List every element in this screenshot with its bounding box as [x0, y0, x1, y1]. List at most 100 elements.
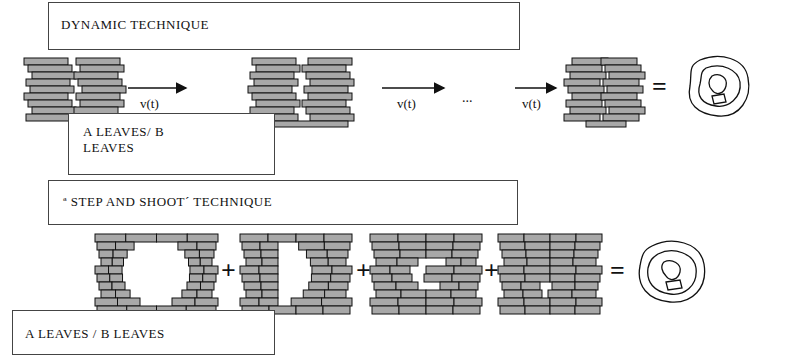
leaf: [78, 79, 122, 86]
leaf: [500, 242, 525, 250]
leaf: [256, 65, 300, 72]
leaf: [95, 266, 109, 274]
leaf: [370, 234, 398, 242]
leaf: [454, 266, 482, 274]
leaf: [524, 298, 550, 306]
label-box: ª STEP AND SHOOT´ TECHNIQUE: [48, 180, 518, 225]
leaf: [498, 266, 524, 274]
leaf: [240, 266, 259, 274]
leaf: [564, 79, 600, 86]
leaf: [575, 274, 600, 282]
leaf: [24, 93, 68, 100]
box-text: A LEAVES/ B LEAVES: [83, 124, 179, 157]
leaf: [502, 250, 526, 258]
leaf: [574, 250, 598, 258]
leaf: [259, 266, 278, 274]
leaf: [452, 250, 478, 258]
leaf: [576, 266, 602, 274]
leaf: [195, 298, 218, 306]
leaf: [95, 298, 118, 306]
leaf: [323, 306, 350, 314]
leaf: [311, 274, 330, 282]
leaf: [550, 234, 576, 242]
leaf: [252, 58, 296, 65]
leaf: [310, 79, 354, 86]
leaf: [397, 258, 418, 266]
leaf: [252, 93, 296, 100]
leaf: [523, 290, 542, 298]
leaf: [550, 298, 576, 306]
leaf: [260, 242, 278, 250]
leaf: [328, 258, 346, 266]
leaf: [609, 107, 645, 114]
leaf: [325, 290, 346, 298]
leaf: [398, 298, 426, 306]
leaf: [109, 266, 123, 274]
leaf: [568, 86, 604, 93]
leaf: [242, 242, 260, 250]
leaf: [601, 93, 637, 100]
leaf: [566, 65, 602, 72]
leaf: [246, 290, 262, 298]
label-box: DYNAMIC TECHNIQUE: [48, 2, 520, 50]
leaf: [26, 114, 70, 121]
leaf: [451, 290, 476, 298]
leaf: [576, 298, 602, 306]
leaf: [398, 234, 426, 242]
leaf: [570, 107, 606, 114]
leaf: [95, 234, 126, 242]
leaf: [308, 58, 352, 65]
leaf: [299, 242, 325, 250]
leaf: [261, 282, 278, 290]
leaf: [116, 242, 135, 250]
leaf: [454, 298, 482, 306]
leaf: [328, 282, 348, 290]
leaf: [203, 274, 216, 282]
leaf: [453, 242, 480, 250]
leaf: [399, 242, 426, 250]
leaf: [372, 242, 399, 250]
leaf: [260, 274, 278, 282]
leaf: [24, 58, 68, 65]
leaf: [101, 258, 112, 266]
leaf: [396, 282, 418, 290]
leaf: [370, 298, 398, 306]
leaf: [250, 72, 294, 79]
leaf: [550, 242, 575, 250]
leaf: [97, 274, 110, 282]
leaf: [498, 234, 524, 242]
leaf: [80, 100, 124, 107]
leaf: [200, 282, 214, 290]
leaf: [400, 250, 426, 258]
leaf: [262, 258, 278, 266]
leaf: [550, 258, 573, 266]
leaf: [254, 79, 298, 86]
leaf: [296, 234, 324, 242]
leaf: [426, 242, 453, 250]
leaf: [246, 258, 262, 266]
label-box: A LEAVES / B LEAVES: [12, 310, 275, 355]
box-text: A LEAVES / B LEAVES: [25, 326, 165, 342]
leaf: [324, 234, 352, 242]
leaf: [586, 121, 626, 127]
leaf: [28, 65, 72, 72]
operator-symbol: =: [610, 256, 625, 286]
leaf-banks: [24, 58, 645, 314]
leaf: [550, 266, 576, 274]
leaf: [426, 266, 454, 274]
leaf: [500, 306, 525, 314]
leaf: [502, 282, 521, 290]
leaf: [550, 306, 575, 314]
leaf: [32, 72, 76, 79]
leaf: [376, 290, 401, 298]
leaf: [197, 242, 216, 250]
motion-label: v(t): [140, 96, 159, 112]
leaf: [310, 114, 354, 121]
leaf: [309, 282, 329, 290]
leaf: [99, 250, 113, 258]
leaf: [550, 274, 575, 282]
leaf: [392, 274, 412, 282]
leaf: [190, 266, 204, 274]
leaf: [327, 250, 348, 258]
operator-symbol: =: [652, 72, 667, 102]
